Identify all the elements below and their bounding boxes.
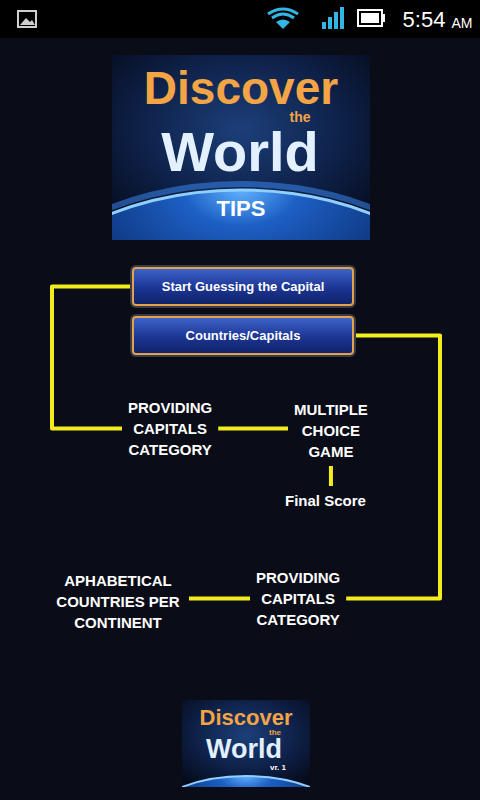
node-text: APHABETICAL COUNTRIES PER CONTINENT <box>53 570 183 633</box>
connector-line <box>218 427 288 431</box>
node-text: Start Guessing the Capital <box>162 279 325 294</box>
small-logo-art <box>182 700 310 787</box>
status-bar <box>0 0 480 38</box>
status-time: AM <box>452 16 473 30</box>
connector-line <box>52 287 132 429</box>
connector-line <box>329 466 333 486</box>
node-text: MULTIPLE CHOICE GAME <box>294 399 368 462</box>
menu-button: Start Guessing the Capital <box>132 267 354 306</box>
flow-step: APHABETICAL COUNTRIES PER CONTINENT <box>53 570 183 633</box>
node-text: Final Score <box>285 490 366 511</box>
flow-step: Final Score <box>285 490 366 511</box>
connector-line <box>189 597 250 601</box>
logo-word: Discover <box>200 707 293 729</box>
logo-subtitle: TIPS <box>217 198 266 220</box>
flow-step: PROVIDING CAPITALS CATEGORY <box>256 567 340 630</box>
logo-word: Discover <box>144 65 338 111</box>
flow-step: MULTIPLE CHOICE GAME <box>294 399 368 462</box>
status-time: 5:54 <box>403 9 446 31</box>
logo-art <box>112 55 370 240</box>
menu-button: Countries/Capitals <box>132 316 354 355</box>
node-text: PROVIDING CAPITALS CATEGORY <box>256 567 340 630</box>
logo-word: World <box>161 124 319 180</box>
status-icons <box>18 7 385 29</box>
node-text: PROVIDING CAPITALS CATEGORY <box>128 397 212 460</box>
logo-word: the <box>290 110 311 124</box>
flow-step: PROVIDING CAPITALS CATEGORY <box>128 397 212 460</box>
version-label: vr. 1 <box>270 764 286 772</box>
node-text: Countries/Capitals <box>186 328 301 343</box>
logo-word: World <box>206 736 282 763</box>
connector-line <box>346 336 440 599</box>
